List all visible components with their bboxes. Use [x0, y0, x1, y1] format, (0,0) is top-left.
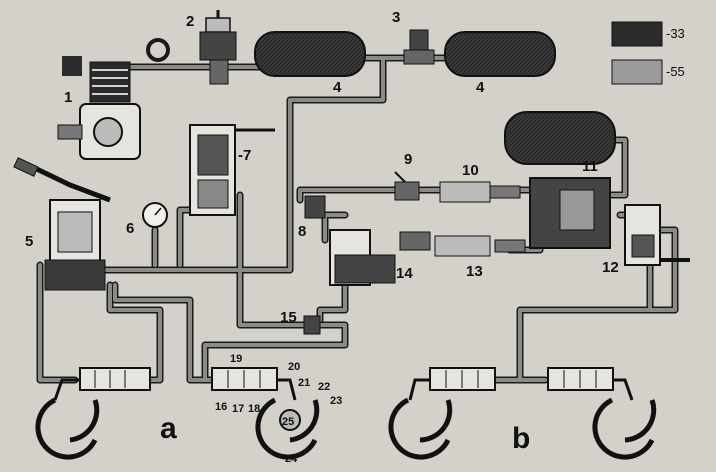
- label-24: 24: [285, 453, 298, 465]
- label-20: 20: [288, 361, 300, 373]
- relay-valve: [329, 229, 396, 286]
- label-5: 5: [25, 233, 33, 250]
- subfigure-a: a: [160, 412, 177, 445]
- label-6: 6: [126, 220, 134, 237]
- label-16: 16: [215, 401, 227, 413]
- legend-swatch-dark: [611, 21, 663, 47]
- air-distributor: [529, 177, 690, 266]
- label-23: 23: [330, 395, 342, 407]
- coupling-head-13: [399, 231, 526, 257]
- legend-swatch-light: [611, 59, 663, 85]
- disconnect-valve-9: [394, 171, 420, 201]
- label-15: 15: [280, 309, 297, 326]
- label-10: 10: [462, 162, 479, 179]
- legend-code-light: -55: [666, 64, 685, 79]
- coupling-head-10: [439, 181, 521, 203]
- brake-drum-front: [35, 397, 100, 460]
- legend: -33 -55: [611, 21, 685, 85]
- subfigure-b: b: [512, 422, 530, 455]
- label-12: 12: [602, 259, 619, 276]
- label-13: 13: [466, 263, 483, 280]
- label-17: 17: [232, 403, 244, 415]
- part-labels: 1 2 3 4 4 5 6 -7 8 9 10 11 12 13 14 15: [25, 9, 619, 326]
- brake-chamber-front: [53, 367, 151, 401]
- label-19: 19: [230, 353, 242, 365]
- label-18: 18: [248, 403, 260, 415]
- label-7: -7: [238, 147, 251, 164]
- label-1: 1: [64, 89, 72, 106]
- label-4b: 4: [476, 79, 485, 96]
- brake-valve-with-pedal: [13, 157, 111, 291]
- legend-code-dark: -33: [666, 26, 685, 41]
- label-11: 11: [582, 158, 598, 175]
- trailer-brake-drum-right: [592, 397, 657, 460]
- label-3: 3: [392, 9, 400, 26]
- label-4a: 4: [333, 79, 342, 96]
- label-21: 21: [298, 377, 310, 389]
- drum-part-labels: 16 17 18 19 20 21 22 23 24 25: [215, 353, 342, 465]
- label-2: 2: [186, 13, 194, 30]
- tee-fitting: [303, 315, 321, 335]
- separation-valve: [304, 195, 326, 219]
- label-25: 25: [282, 416, 294, 428]
- reservoir-1: [254, 31, 366, 77]
- pressure-regulator: [199, 10, 237, 85]
- trailer-reservoir: [504, 111, 616, 165]
- label-14: 14: [396, 265, 413, 282]
- trailer-brake-chamber-left: [408, 367, 496, 401]
- label-9: 9: [404, 151, 412, 168]
- pressure-gauge: [142, 202, 168, 228]
- brake-chamber-rear: [211, 367, 297, 401]
- safety-valve: [403, 29, 435, 65]
- trailer-brake-drum-left: [388, 397, 453, 460]
- compressor: [57, 56, 141, 160]
- control-valve-7: [189, 124, 275, 216]
- brake-drum-rear: [255, 397, 320, 460]
- trailer-brake-chamber-right: [547, 367, 634, 401]
- label-8: 8: [298, 223, 306, 240]
- label-22: 22: [318, 381, 330, 393]
- reservoir-2: [444, 31, 556, 77]
